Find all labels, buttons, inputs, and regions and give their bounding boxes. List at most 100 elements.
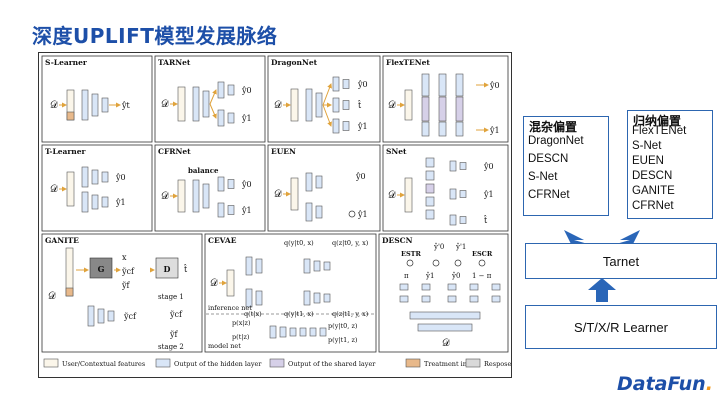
layer-box	[202, 183, 210, 209]
layer-box	[279, 326, 287, 338]
panel-frame	[41, 144, 153, 232]
layer-box	[425, 209, 435, 220]
flow-arrow	[322, 104, 332, 127]
output-symbol: ŷ0	[483, 162, 494, 171]
input-features-box	[177, 86, 186, 122]
output-symbol: ŷ1	[357, 122, 368, 131]
panel-frame	[378, 233, 509, 353]
stage-label: stage 2	[158, 343, 184, 351]
output-symbol: t̂	[183, 263, 188, 274]
legend-label: Treatment index	[424, 360, 479, 368]
panel-title: GANITE	[45, 236, 79, 245]
output-symbol: ŷ0	[241, 86, 252, 95]
panel-title: T-Learner	[45, 147, 87, 156]
list-item: EUEN	[632, 155, 664, 167]
legend-swatch	[269, 358, 285, 368]
combine-node	[348, 210, 356, 218]
escr-label: ESCR	[472, 250, 493, 258]
layer-box	[289, 327, 297, 337]
formula: p(y|t1, z)	[328, 336, 358, 344]
legend-label: Output of the hidden layer	[174, 360, 262, 368]
legend-swatch	[43, 358, 59, 368]
datafun-logo: DataFun.	[617, 373, 713, 395]
output-symbol: ŷ0	[357, 80, 368, 89]
list-item: FlexTENet	[632, 125, 687, 137]
panel-frame	[154, 55, 266, 143]
layer-box	[425, 170, 435, 181]
layer-box	[449, 160, 457, 172]
dataset-symbol: 𝒟	[210, 278, 218, 289]
layer-box	[342, 100, 350, 110]
layer-box	[101, 171, 109, 183]
legend-label: User/Contextual features	[62, 360, 145, 368]
layer-box	[101, 196, 109, 208]
layer-box	[332, 76, 340, 92]
formula: q(y|t0, x)	[284, 239, 314, 247]
layer-box	[421, 73, 430, 97]
layer-box	[91, 93, 99, 117]
list-item: CFRNet	[528, 189, 570, 201]
layer-box	[313, 260, 321, 272]
output-symbol: ŷ1	[115, 198, 126, 207]
output-symbol: ŷ1	[489, 126, 500, 135]
tarnet-box: Tarnet	[525, 243, 717, 279]
output-symbol: t̂	[483, 214, 488, 225]
legend-label: Output of the shared layer	[288, 360, 376, 368]
layer-box	[269, 325, 277, 339]
layer-box	[421, 121, 430, 137]
output-symbol: ŷ1	[241, 206, 252, 215]
layer-box	[421, 96, 430, 122]
layer-box	[342, 121, 350, 131]
layer-box	[245, 256, 253, 276]
layer-box	[217, 81, 225, 99]
layer-box	[107, 310, 115, 322]
layer-box	[323, 261, 331, 271]
dataset-symbol: 𝒟	[274, 189, 282, 200]
output-symbol: ŷ0	[451, 272, 460, 280]
output-symbol: ŷ1	[357, 210, 368, 219]
layer-box	[425, 183, 435, 194]
treatment-index-box	[65, 287, 74, 297]
layer-box	[399, 295, 409, 303]
layer-box	[227, 205, 235, 215]
layer-box	[455, 121, 464, 137]
layer-box	[332, 118, 340, 134]
layer-box	[315, 205, 323, 219]
layer-box	[192, 179, 200, 213]
layer-box	[202, 90, 210, 118]
layer-box	[459, 216, 467, 224]
layer-box	[332, 97, 340, 113]
inference-net-label: inference net	[208, 304, 252, 312]
panel-title: SNet	[386, 147, 407, 156]
list-item: S-Net	[632, 140, 662, 152]
layer-box	[227, 179, 235, 189]
formula: q(z|t1, y, x)	[332, 310, 369, 318]
dataset-symbol: 𝒟	[50, 184, 58, 195]
discriminator-label: D	[164, 264, 171, 274]
panel-title: EUEN	[271, 147, 296, 156]
output-symbol: t̂	[357, 99, 362, 110]
layer-box	[425, 196, 435, 207]
one-minus-pi-symbol: 1 − π	[472, 272, 492, 280]
layer-box	[81, 166, 89, 188]
dataset-symbol: 𝒟	[442, 338, 450, 349]
x-symbol: x	[122, 253, 127, 262]
formula: q(y|t1, x)	[284, 310, 314, 318]
layer-box	[438, 121, 447, 137]
product-node	[454, 259, 462, 267]
list-item: GANITE	[632, 185, 675, 197]
flow-arrow	[209, 89, 217, 105]
yf-symbol: ỹf	[121, 281, 131, 290]
layer-box	[447, 283, 457, 291]
layer-box	[409, 311, 481, 320]
legend-swatch	[405, 358, 421, 368]
layer-box	[417, 323, 473, 332]
layer-box	[342, 79, 350, 89]
product-node	[478, 259, 486, 267]
layer-box	[87, 305, 95, 327]
ycf-symbol: ỹcf	[121, 267, 135, 276]
